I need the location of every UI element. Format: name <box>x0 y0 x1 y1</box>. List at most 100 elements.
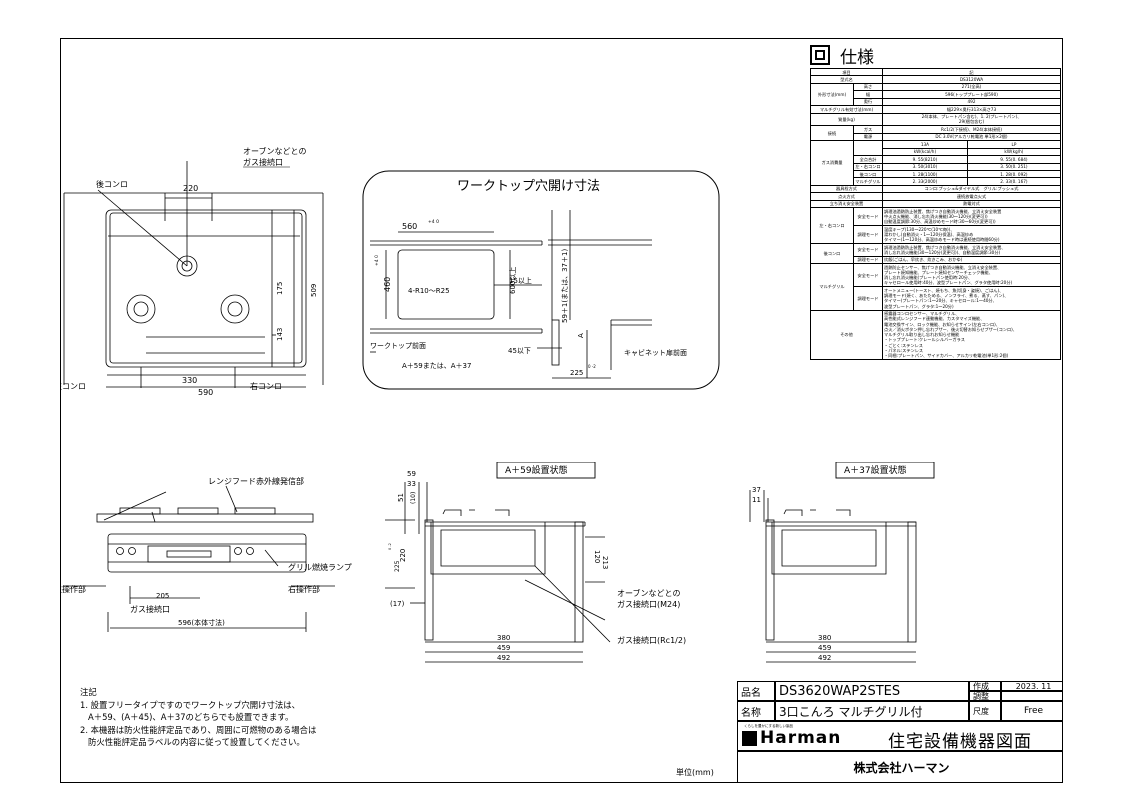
cell-line: 消し忘れ消火機能(プレートパン使用時:20分、 <box>884 275 973 281</box>
mass-line-2: 29(梱包含む) <box>958 119 985 125</box>
label-side-oven: オーブンなどとの <box>617 588 680 598</box>
cell-line: オートメニュー(トースト、焼もち、魚(切身・姿焼)、ごはん)、 <box>884 287 1004 293</box>
dim-120: 120 <box>593 550 601 563</box>
dim-380-b: 380 <box>818 634 831 642</box>
label-gas-port: ガス接続口 <box>243 157 283 167</box>
table-cell: 接続 <box>810 125 854 142</box>
label-hinmei: 品名 <box>737 681 775 701</box>
cell-line: ・パネル:ステンレス <box>884 347 924 353</box>
top-view-width-dim: 590 <box>106 386 306 397</box>
table-cell: 安全モード <box>853 243 883 257</box>
table-row: 器具栓方式コンロ:プッシュ&ダイヤル式 グリル:プッシュ式 <box>810 184 1061 194</box>
table-cell: kW(kg/h) <box>966 147 1062 157</box>
table-cell: 高さ <box>853 82 883 92</box>
cell-line: 高性能式レンジフード連動機能、カスタマイズ機能、 <box>884 316 985 322</box>
cell-line: プレート焼知機能、プレート焼知センサーチェック機能、 <box>884 269 993 275</box>
dim-459: 459 <box>497 644 510 652</box>
table-cell: 調理油過熱防止装置、焦げつき自動消火機能、立消え安全装置中火点火機能、消し忘れ消… <box>882 207 1061 227</box>
cell-line: ・同梱:プレートパン、サイドカバー、アルカリ乾電池(単1形:2個) <box>884 353 1009 359</box>
table-cell: 幅229×奥行313×高さ73 <box>882 105 1061 114</box>
dim-460: 460 <box>383 277 392 292</box>
table-cell: ガス消費量 <box>810 140 854 186</box>
table-row: 調理モード 温度キープ(130～220℃(10℃毎))、湯わかし(自動消火・1～… <box>811 225 1061 244</box>
notes-heading: 注記 <box>80 687 97 697</box>
dim-225-side: 225 <box>394 560 401 572</box>
cell-line: 感震器コンロセンサー、マルチグリル、 <box>884 311 960 317</box>
dim-220: 220 <box>183 184 198 193</box>
table-row: マルチグリル安全モード 過熱防止センサー、焦げつき自動消火機能、立消え安全装置、… <box>810 263 1061 311</box>
table-cell: 記 <box>882 67 1061 77</box>
label-right-burner: 右コンロ <box>250 381 282 390</box>
table-cell: 9. 55(0. 684) <box>966 155 1062 164</box>
table-cell: 調理油過熱防止装置、焦げつき自動消火機能、立消え安全装置、消し忘れ消火機能(30… <box>882 243 1061 257</box>
brand-tagline: くらしを豊かにする新しい製品 <box>744 724 794 728</box>
table-cell: ガス <box>853 125 883 134</box>
table-cell: オートメニュー(トースト、焼もち、魚(切身・姿焼)、ごはん)、調理モード(焼く、… <box>882 286 1061 311</box>
cell-line: キャセロール使用時:40分、波型プレートパン、グラタ使用時:20分) <box>884 280 1013 286</box>
table-cell: 過熱防止センサー、焦げつき自動消火機能、立消え安全装置、プレート焼知機能、プレー… <box>882 263 1061 288</box>
dim-225-tol: 0 -2 <box>588 364 596 369</box>
cell-line: 調理油過熱防止装置、焦げつき自動消火機能、立消え安全装置 <box>884 208 1002 214</box>
table-cell: 492 <box>882 97 1061 107</box>
dim-17: (17) <box>390 600 405 608</box>
label-gas-m24: ガス接続口(M24) <box>617 599 680 609</box>
table-cell: 型式名 <box>810 75 883 84</box>
date: 2023. 11 <box>1001 681 1063 691</box>
cell-line: 湯わかし(自動消火・1～120分保温)、高温炒め <box>884 231 974 237</box>
table-cell: 立ち消え安全装置 <box>810 199 883 209</box>
label-oven-gas: オーブンなどとの <box>243 146 306 156</box>
table-cell: 後コンロ <box>853 169 883 179</box>
table-cell: 器具栓方式 <box>810 184 883 194</box>
side37-title: A＋37設置状態 <box>844 464 907 476</box>
table-cell: 調理モード <box>853 255 883 265</box>
dim-225-side-tol: 0 -2 <box>388 543 392 550</box>
front-view: レンジフード赤外線発信部 グリル燃焼ランプ 左操作部 右操作部 205 ガス接続… <box>60 476 352 632</box>
table-cell: 左・右コンロ <box>853 162 883 171</box>
cell-line: 電池交換サイン、ロック機能、お知らせサイン(左右コンロ)、 <box>884 321 1000 327</box>
spec-icon <box>810 45 830 65</box>
dim-59-side: 59 <box>407 470 416 478</box>
notes: 注記 1. 設置フリータイプですのでワークトップ穴開け寸法は、 A＋59、(A＋… <box>80 686 316 749</box>
label-scale: 尺度 <box>969 701 1001 721</box>
table-cell: 連続放電点火式 <box>882 192 1061 201</box>
side-view-a37: A＋37設置状態 37 11 380 459 492 <box>749 462 935 663</box>
dim-590: 590 <box>198 388 213 397</box>
table-row: 後コンロ安全モード 調理油過熱防止装置、焦げつき自動消火機能、立消え安全装置、消… <box>810 242 1061 265</box>
label-left-burner: 左コンロ <box>60 381 86 390</box>
table-cell: 左・右コンロ <box>810 207 854 244</box>
dim-596: 596(本体寸法) <box>178 618 225 627</box>
table-cell: DC 3.0V(アルカリ乾電池 単1形×2個) <box>882 132 1061 142</box>
table-cell: 13A <box>882 140 968 149</box>
cell-line: タイマー(プレートパン:1～20分、キャセロール:1～40分、 <box>884 298 997 304</box>
dim-175: 175 <box>276 282 284 295</box>
drawing-frame <box>60 38 1063 783</box>
dim-509: 509 <box>310 284 318 297</box>
table-cell: 後コンロ <box>810 242 854 265</box>
table-cell: LP <box>966 140 1062 149</box>
dim-330: 330 <box>182 376 197 385</box>
table-cell: 596(トッププレート部590) <box>882 90 1061 99</box>
label-cabinet-front: キャビネット扉前面 <box>624 348 687 357</box>
label-rear-burner: 後コンロ <box>96 179 128 189</box>
cell-line: 調理モード(焼く、あたためる、ノンフライ、煮る、蒸す、パン)、 <box>884 293 1009 299</box>
dim-380: 380 <box>497 634 510 642</box>
label-ir-emitter: レンジフード赤外線発信部 <box>208 476 304 486</box>
dim-33: 33 <box>407 480 416 488</box>
table-cell: 9. 55(8210) <box>882 155 968 164</box>
note-line: 1. 設置フリータイプですのでワークトップ穴開け寸法は、 <box>80 699 301 710</box>
dim-492-b: 492 <box>818 654 831 662</box>
brand-logo: Harman <box>760 728 842 748</box>
table-row: その他 感震器コンロセンサー、マルチグリル、高性能式レンジフード連動機能、カスタ… <box>810 309 1061 360</box>
dim-radius: 4-R10～R25 <box>408 287 450 295</box>
dim-560: 560 <box>402 222 417 231</box>
dim-492: 492 <box>497 654 510 662</box>
dim-15: 15以上 <box>509 276 532 285</box>
dim-560-tol: +4 0 <box>428 219 439 225</box>
table-cell: マルチグリル有効寸法(mm) <box>810 105 883 114</box>
table-row: 調理モード炊飯(ごはん、早炊き、炊きこみ、おかゆ) <box>811 255 1061 265</box>
cell-line: ・ごとく:ステンレス <box>884 342 923 348</box>
table-cell: 点火方式 <box>810 192 883 201</box>
label-grill-lamp: グリル燃焼ランプ <box>288 562 352 572</box>
worktop-cutout-diagram: ワークトップ穴開け寸法 560 +4 0 460 +4 0 4-R10～R25 … <box>362 170 720 390</box>
